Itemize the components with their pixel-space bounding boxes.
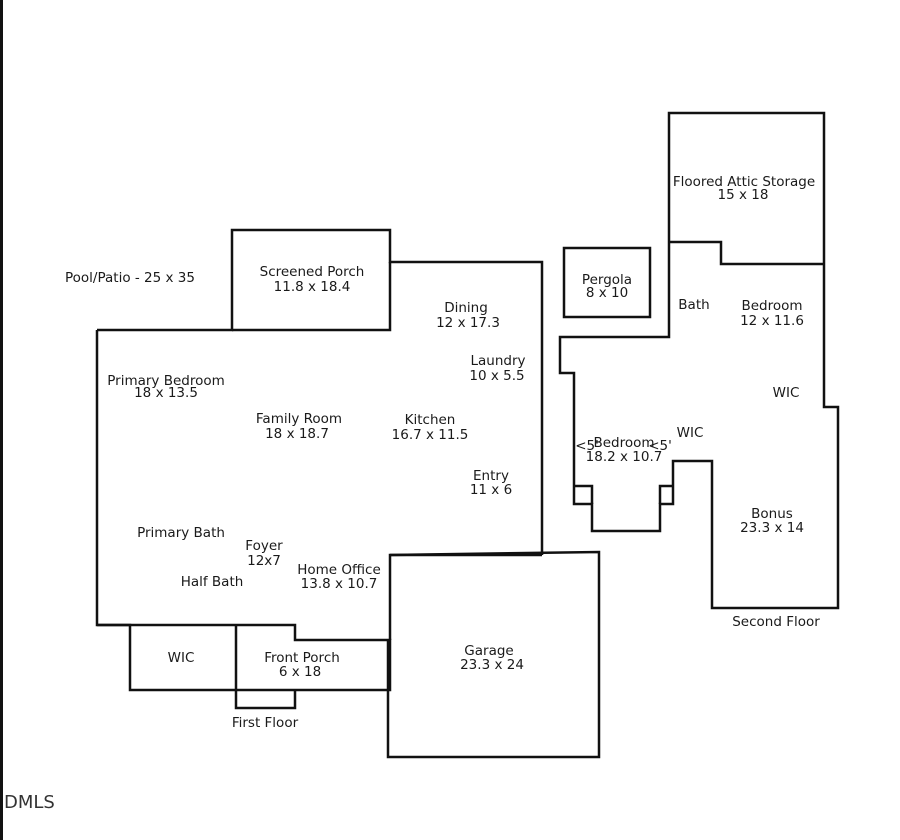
front-porch-west [234, 690, 297, 710]
closet-right-label: <5' [648, 438, 672, 454]
screened-porch-name: Screened Porch [260, 264, 365, 280]
middle-wic-label: WIC [677, 425, 704, 441]
kitchen-size: 16.7 x 11.5 [392, 427, 469, 443]
laundry-name: Laundry [470, 353, 525, 369]
upper-wic-label: WIC [773, 385, 800, 401]
laundry-size: 10 x 5.5 [469, 368, 524, 384]
upper-bedroom-name: Bedroom [741, 298, 802, 314]
primary-bath-label: Primary Bath [137, 525, 225, 541]
mls-watermark: DMLS [4, 792, 55, 813]
garage-join [388, 553, 542, 640]
foyer-size: 12x7 [247, 553, 281, 569]
second-floor-walls [558, 111, 840, 610]
screened-porch-size: 11.8 x 18.4 [274, 279, 351, 295]
garage-size: 23.3 x 24 [460, 657, 524, 673]
first-floor-label: First Floor [232, 715, 299, 731]
family-room-size: 18 x 18.7 [265, 426, 329, 442]
screened-porch-outline [232, 262, 392, 332]
closet-left-label: <5' [575, 438, 599, 454]
second-floor-outline [558, 242, 840, 610]
home-office-name: Home Office [297, 562, 381, 578]
primary-bedroom-size: 18 x 13.5 [134, 385, 198, 401]
entry-size: 11 x 6 [470, 482, 512, 498]
pergola-name: Pergola [582, 272, 632, 288]
lower-bedroom-size: 18.2 x 10.7 [586, 449, 663, 465]
second-floor-bath-label: Bath [678, 297, 709, 313]
closet-notch-right [658, 484, 673, 504]
attic-outline [667, 111, 826, 264]
attic-size: 15 x 18 [718, 187, 769, 203]
front-porch-name: Front Porch [264, 650, 340, 666]
half-bath-label: Half Bath [181, 574, 244, 590]
family-room-name: Family Room [256, 411, 342, 427]
upper-bedroom-size: 12 x 11.6 [740, 313, 804, 329]
home-office-size: 13.8 x 10.7 [301, 576, 378, 592]
attic-bottom [669, 240, 824, 266]
entry-name: Entry [473, 468, 509, 484]
left-border [0, 0, 3, 840]
dining-size: 12 x 17.3 [436, 315, 500, 331]
attic-name: Floored Attic Storage [673, 174, 815, 190]
pergola-outline [562, 246, 652, 319]
dining-name: Dining [444, 300, 488, 316]
first-floor-wic-label: WIC [168, 650, 195, 666]
garage-outline [386, 550, 601, 759]
bonus-name: Bonus [751, 506, 793, 522]
front-porch-size: 6 x 18 [279, 664, 321, 680]
bonus-size: 23.3 x 14 [740, 520, 804, 536]
lower-bedroom-name: Bedroom [593, 435, 654, 451]
garage-name: Garage [464, 643, 513, 659]
pergola-size: 8 x 10 [586, 285, 628, 301]
first-floor-walls [95, 228, 601, 759]
foyer-name: Foyer [245, 538, 283, 554]
second-floor-label: Second Floor [732, 614, 820, 630]
primary-bedroom-name: Primary Bedroom [107, 373, 225, 389]
closet-notch-left [574, 484, 594, 504]
kitchen-name: Kitchen [405, 412, 456, 428]
pool-patio-label: Pool/Patio - 25 x 35 [65, 270, 195, 286]
